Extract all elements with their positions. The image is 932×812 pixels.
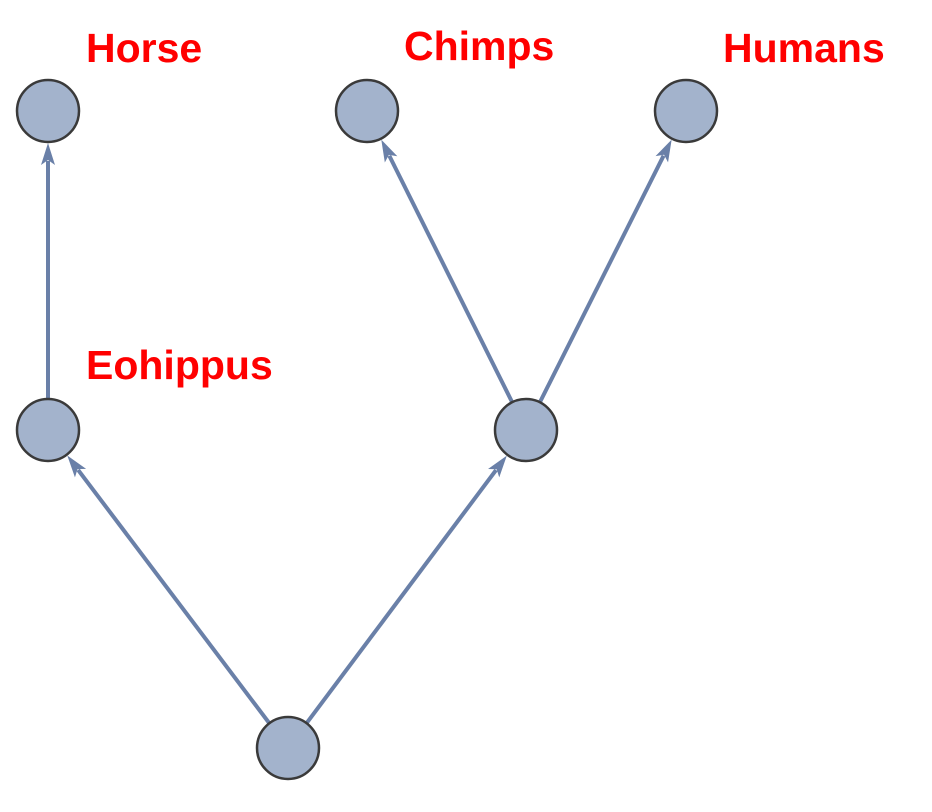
node-eohippus[interactable]	[15, 397, 81, 463]
node-horse[interactable]	[15, 78, 81, 144]
arrowhead-icon	[381, 139, 398, 163]
node-label-horse: Horse	[86, 25, 202, 71]
node-ape[interactable]	[493, 397, 559, 463]
node-chimps[interactable]	[334, 78, 400, 144]
arrowhead-icon	[488, 455, 507, 478]
arrowhead-icon	[67, 455, 87, 478]
edge-root-to-eohippus	[67, 455, 271, 725]
node-label-chimps: Chimps	[404, 23, 554, 69]
arrowhead-icon	[655, 139, 672, 163]
arrowhead-icon	[41, 143, 55, 165]
edge-eohippus-to-horse	[41, 143, 55, 399]
node-label-eohippus: Eohippus	[86, 342, 273, 388]
edge-ape-to-chimps	[381, 139, 514, 404]
node-root[interactable]	[255, 715, 321, 781]
node-label-humans: Humans	[723, 25, 885, 71]
edge-root-to-ape	[304, 455, 507, 725]
edge-ape-to-humans	[538, 139, 672, 404]
node-humans[interactable]	[653, 78, 719, 144]
